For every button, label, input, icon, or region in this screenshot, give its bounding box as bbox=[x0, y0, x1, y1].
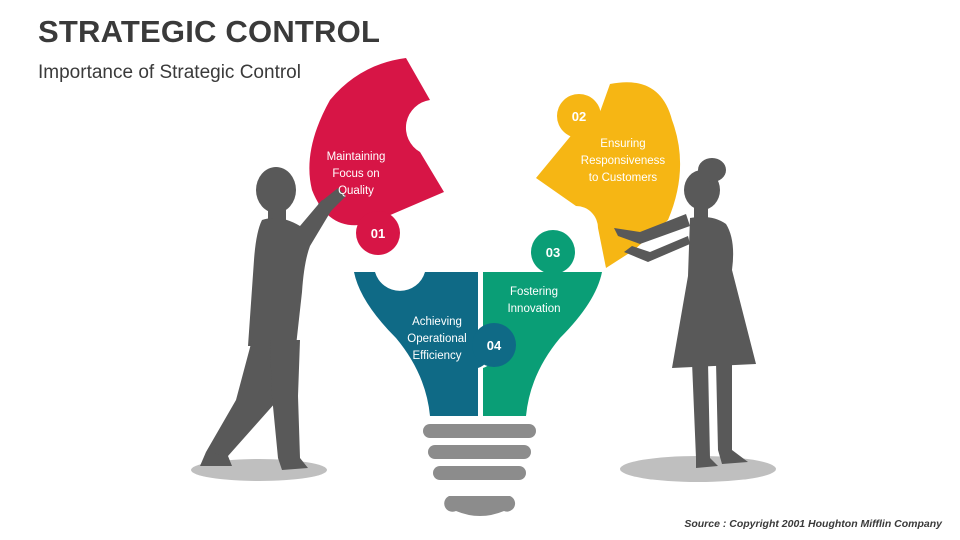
woman-silhouette bbox=[614, 158, 756, 468]
label-02-line-2: Responsiveness bbox=[581, 155, 666, 167]
label-01-line-2: Focus on bbox=[332, 168, 379, 180]
puzzle-label-01: Maintaining Focus on Quality bbox=[327, 151, 386, 197]
puzzle-piece-03 bbox=[483, 272, 602, 416]
label-03-line-1: Fostering bbox=[510, 286, 558, 298]
number-badge-02: 02 bbox=[572, 109, 586, 124]
label-01-line-1: Maintaining bbox=[327, 151, 386, 163]
puzzle-label-02: Ensuring Responsiveness to Customers bbox=[581, 138, 666, 184]
number-badge-03: 03 bbox=[546, 245, 560, 260]
label-03-line-2: Innovation bbox=[507, 303, 560, 315]
number-badge-04-circle bbox=[472, 323, 516, 367]
label-02-line-1: Ensuring bbox=[600, 138, 645, 150]
page-subtitle: Importance of Strategic Control bbox=[38, 62, 301, 83]
man-silhouette bbox=[200, 167, 346, 470]
page-title: STRATEGIC CONTROL bbox=[38, 14, 381, 49]
label-04-line-1: Achieving bbox=[412, 316, 462, 328]
bulb-base bbox=[423, 424, 536, 516]
number-badge-04: 04 bbox=[487, 338, 502, 353]
source-citation: Source : Copyright 2001 Houghton Mifflin… bbox=[684, 518, 942, 530]
number-badge-01-circle bbox=[356, 211, 400, 255]
number-badge-02-circle bbox=[557, 94, 601, 138]
puzzle-label-03: Fostering Innovation bbox=[507, 286, 560, 315]
label-04-line-3: Efficiency bbox=[412, 350, 461, 362]
label-04-line-2: Operational bbox=[407, 333, 466, 345]
puzzle-piece-01 bbox=[309, 58, 444, 226]
label-01-line-3: Quality bbox=[338, 185, 374, 197]
puzzle-piece-04 bbox=[354, 272, 491, 416]
label-02-line-3: to Customers bbox=[589, 172, 658, 184]
puzzle-label-04: Achieving Operational Efficiency bbox=[407, 316, 466, 362]
number-badge-01: 01 bbox=[371, 226, 385, 241]
puzzle-piece-02 bbox=[536, 82, 681, 268]
number-badge-03-circle bbox=[531, 230, 575, 274]
